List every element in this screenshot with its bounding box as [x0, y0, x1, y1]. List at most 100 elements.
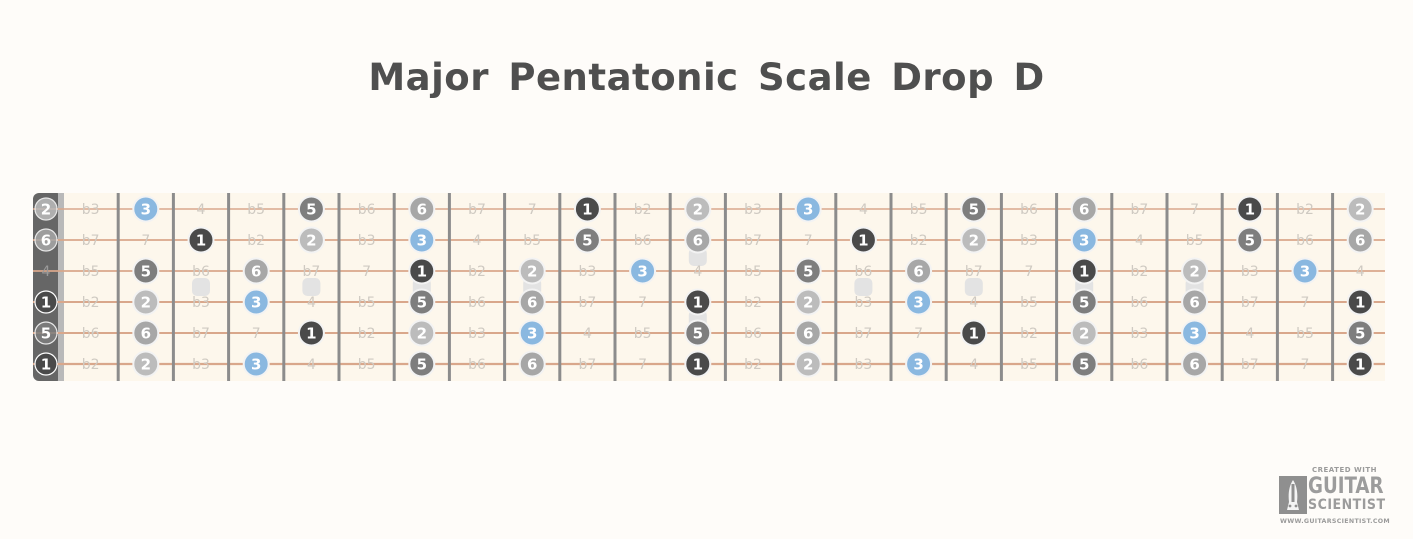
nut — [58, 193, 64, 381]
note-marker — [408, 319, 436, 347]
interval-label: b6 — [82, 326, 100, 342]
fret-wire — [1220, 193, 1224, 381]
open-note-label: 2 — [41, 201, 51, 219]
note-label: 5 — [693, 325, 703, 343]
interval-label: 4 — [473, 233, 482, 249]
note-label: 5 — [417, 356, 427, 374]
interval-label: b6 — [855, 264, 873, 280]
note-label: 2 — [803, 356, 813, 374]
note-label: 2 — [969, 232, 979, 250]
note-label: 5 — [803, 263, 813, 281]
note-label: 2 — [1355, 201, 1365, 219]
fret-wire — [116, 193, 120, 381]
interval-label: b5 — [523, 233, 541, 249]
note-marker — [132, 288, 160, 316]
interval-label: b3 — [358, 233, 376, 249]
note-marker — [905, 257, 933, 285]
open-note-label: 6 — [41, 232, 51, 250]
note-label: 6 — [693, 232, 703, 250]
fret-wire — [668, 193, 672, 381]
note-label: 6 — [913, 263, 923, 281]
note-label: 5 — [1245, 232, 1255, 250]
note-label: 1 — [858, 232, 868, 250]
fret-wire — [1110, 193, 1114, 381]
note-marker — [1070, 288, 1098, 316]
open-note-marker — [34, 228, 58, 252]
interval-label: 7 — [141, 233, 150, 249]
interval-label: b2 — [1020, 326, 1038, 342]
interval-label: b5 — [634, 326, 652, 342]
interval-label: b6 — [1296, 233, 1314, 249]
fret-wire — [227, 193, 231, 381]
note-label: 6 — [141, 325, 151, 343]
note-marker — [1070, 257, 1098, 285]
fret-wire — [171, 193, 175, 381]
note-label: 5 — [306, 201, 316, 219]
interval-label: b3 — [468, 326, 486, 342]
note-marker — [849, 226, 877, 254]
guitar-scientist-logo: CREATED WITH GUITAR SCIENTIST WWW.GUITAR… — [1278, 464, 1404, 528]
fret-wire — [1275, 193, 1279, 381]
interval-label: 4 — [969, 295, 978, 311]
fret-wire — [558, 193, 562, 381]
open-note-marker — [34, 352, 58, 376]
interval-label: b6 — [468, 295, 486, 311]
interval-label: b2 — [247, 233, 265, 249]
note-label: 6 — [417, 201, 427, 219]
note-marker — [1236, 195, 1264, 223]
interval-label: b3 — [1131, 326, 1149, 342]
interval-label: b3 — [855, 357, 873, 373]
note-marker — [1070, 195, 1098, 223]
interval-label: b7 — [579, 357, 597, 373]
interval-label: 7 — [362, 264, 371, 280]
note-label: 1 — [417, 263, 427, 281]
interval-label: 4 — [1245, 326, 1254, 342]
note-label: 6 — [527, 294, 537, 312]
interval-label: b2 — [1131, 264, 1149, 280]
note-label: 3 — [251, 294, 261, 312]
fret-wire — [1055, 193, 1059, 381]
note-label: 2 — [306, 232, 316, 250]
note-label: 2 — [527, 263, 537, 281]
interval-label: b7 — [192, 326, 210, 342]
open-note-label: 1 — [41, 356, 51, 374]
note-marker — [794, 319, 822, 347]
interval-label: 4 — [969, 357, 978, 373]
interval-label: b7 — [855, 326, 873, 342]
note-label: 1 — [693, 356, 703, 374]
interval-label: b6 — [192, 264, 210, 280]
interval-label: b5 — [82, 264, 100, 280]
note-label: 3 — [1300, 263, 1310, 281]
interval-label: 7 — [1190, 202, 1199, 218]
note-marker — [132, 257, 160, 285]
note-marker — [794, 257, 822, 285]
note-label: 5 — [1079, 294, 1089, 312]
interval-label: 7 — [528, 202, 537, 218]
interval-label: b2 — [910, 233, 928, 249]
note-marker — [794, 350, 822, 378]
interval-label: b3 — [855, 295, 873, 311]
interval-label: b6 — [1020, 202, 1038, 218]
note-label: 3 — [637, 263, 647, 281]
note-label: 1 — [1355, 294, 1365, 312]
note-marker — [629, 257, 657, 285]
logo-created-with: CREATED WITH — [1312, 466, 1377, 474]
interval-label: b3 — [1241, 264, 1259, 280]
note-label: 1 — [969, 325, 979, 343]
interval-label: 7 — [1301, 357, 1310, 373]
interval-label: b2 — [744, 295, 762, 311]
note-label: 5 — [1355, 325, 1365, 343]
interval-label: b5 — [1296, 326, 1314, 342]
fret-wire — [392, 193, 396, 381]
note-label: 6 — [1355, 232, 1365, 250]
interval-label: b2 — [358, 326, 376, 342]
interval-label: b5 — [358, 295, 376, 311]
note-marker — [1181, 288, 1209, 316]
note-marker — [408, 288, 436, 316]
note-marker — [518, 257, 546, 285]
interval-label: 7 — [1025, 264, 1034, 280]
note-marker — [1181, 319, 1209, 347]
interval-label: b2 — [82, 357, 100, 373]
interval-label: b7 — [1131, 202, 1149, 218]
interval-label: b7 — [303, 264, 321, 280]
